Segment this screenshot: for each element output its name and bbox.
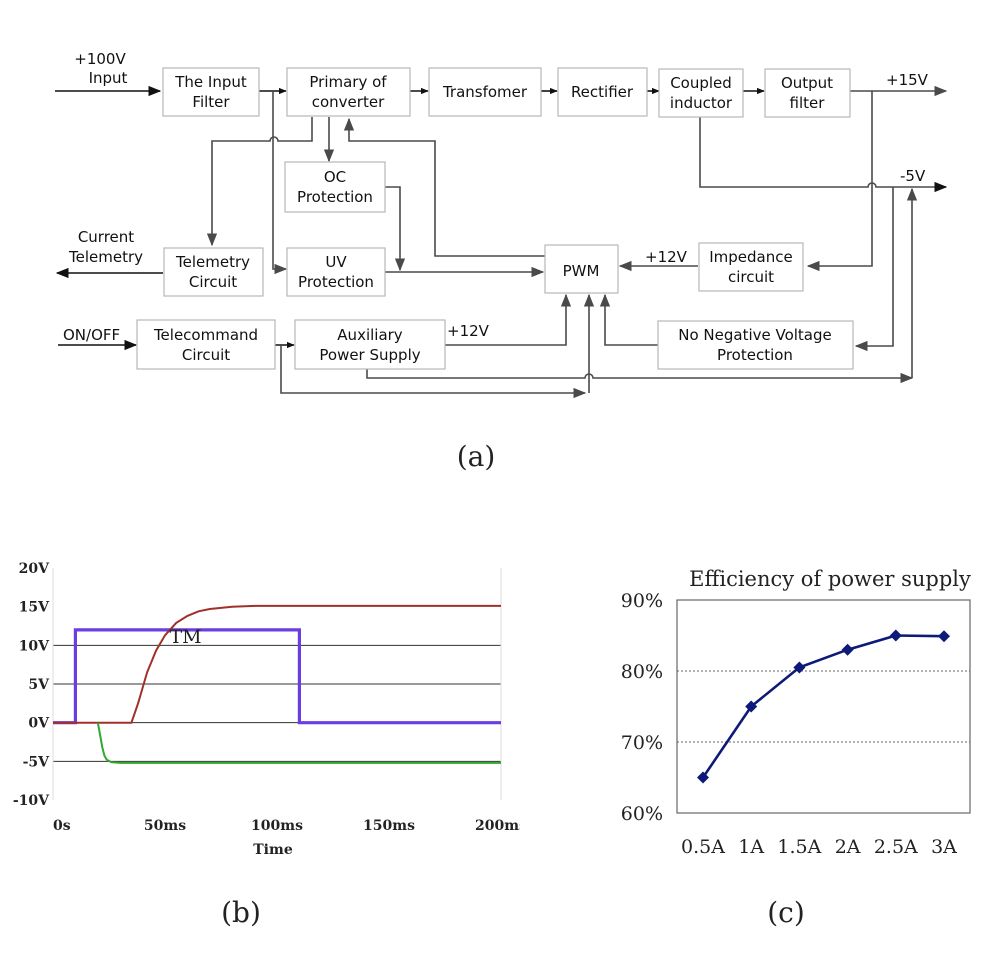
x-tick-label: 2.5A xyxy=(874,836,918,858)
y-tick-label: 90% xyxy=(621,590,663,612)
svg-text:Protection: Protection xyxy=(297,188,373,206)
block-oc-protection: OC Protection xyxy=(284,161,386,213)
label-current: Current xyxy=(78,228,134,246)
label-telemetry: Telemetry xyxy=(68,248,143,266)
label-impedance-12v: +12V xyxy=(645,248,688,266)
label-aux-12v: +12V xyxy=(447,322,490,340)
data-point-marker xyxy=(745,700,758,713)
caption-b: (b) xyxy=(221,896,261,929)
y-tick-label: -10V xyxy=(13,793,50,809)
grid xyxy=(677,670,970,743)
svg-text:Telemetry: Telemetry xyxy=(175,253,250,271)
x-axis-label: Time xyxy=(253,842,293,858)
series-line xyxy=(53,628,501,725)
x-tick-label: 0.5A xyxy=(681,836,725,858)
caption-a: (a) xyxy=(457,440,496,473)
svg-text:Output: Output xyxy=(781,74,833,92)
svg-text:The Input: The Input xyxy=(174,73,247,91)
label-out-neg5v: -5V xyxy=(900,167,926,185)
plot-frame xyxy=(676,599,971,814)
series xyxy=(697,629,950,784)
series-line xyxy=(701,634,945,779)
block-no-negative-voltage-protection: No Negative Voltage Protection xyxy=(657,320,854,370)
block-uv-protection: UV Protection xyxy=(286,247,386,297)
block-impedance-circuit: Impedance circuit xyxy=(698,242,804,292)
block-coupled-inductor: Coupled inductor xyxy=(658,68,744,118)
series xyxy=(53,604,501,764)
y-tick-label: 15V xyxy=(19,600,50,616)
data-point-marker xyxy=(889,629,902,642)
x-tick-label: 3A xyxy=(931,836,957,858)
label-on-off: ON/OFF xyxy=(63,326,120,344)
block-telecommand-circuit: Telecommand Circuit xyxy=(136,319,276,370)
block-primary-converter: Primary of converter xyxy=(286,67,411,117)
y-tick-label: 20V xyxy=(19,561,50,577)
x-axis-ticks: 0.5A 1A 1.5A 2A 2.5A 3A xyxy=(681,836,957,858)
x-tick-label: 2A xyxy=(835,836,861,858)
y-axis-ticks: 20V 15V 10V 5V 0V -5V -10V xyxy=(13,561,50,809)
svg-text:Telecommand: Telecommand xyxy=(153,326,258,344)
block-auxiliary-power-supply: Auxiliary Power Supply xyxy=(294,319,446,370)
x-tick-label: 100ms xyxy=(251,818,303,834)
svg-text:No Negative Voltage: No Negative Voltage xyxy=(678,326,832,344)
svg-text:OC: OC xyxy=(324,168,346,186)
svg-text:Filter: Filter xyxy=(192,93,230,111)
x-axis-ticks: 0s 50ms 100ms 150ms 200ms xyxy=(53,818,520,834)
block-pwm: PWM xyxy=(544,244,619,294)
wires xyxy=(55,85,948,399)
grid xyxy=(52,568,502,800)
block-input-filter: The Input Filter xyxy=(162,67,260,117)
block-rectifier: Rectifier xyxy=(557,67,648,117)
y-tick-label: 0V xyxy=(28,716,50,732)
svg-text:Protection: Protection xyxy=(717,346,793,364)
data-point-marker xyxy=(841,643,854,656)
series-line xyxy=(53,604,501,724)
annotation-tm: TM xyxy=(169,626,201,648)
block-transformer: Transfomer xyxy=(428,67,542,117)
x-tick-label: 150ms xyxy=(363,818,415,834)
block-telemetry-circuit: Telemetry Circuit xyxy=(163,247,264,297)
svg-text:circuit: circuit xyxy=(728,268,774,286)
y-tick-label: 70% xyxy=(621,732,663,754)
chart-efficiency: Efficiency of power supply 90%80%70%60% … xyxy=(621,567,971,929)
data-point-marker xyxy=(697,771,709,784)
x-tick-label: 200ms xyxy=(475,818,520,834)
y-tick-label: -5V xyxy=(23,754,51,770)
data-point-marker xyxy=(938,630,950,643)
label-input-voltage: +100V xyxy=(74,50,126,68)
svg-text:PWM: PWM xyxy=(563,262,600,280)
svg-text:Protection: Protection xyxy=(298,273,374,291)
y-tick-label: 10V xyxy=(19,638,50,654)
y-tick-label: 5V xyxy=(28,677,50,693)
svg-text:Impedance: Impedance xyxy=(709,248,792,266)
svg-text:Transfomer: Transfomer xyxy=(442,83,528,101)
y-tick-label: 60% xyxy=(621,803,663,825)
svg-text:converter: converter xyxy=(312,93,385,111)
block-output-filter: Output filter xyxy=(764,68,851,118)
label-out-15v: +15V xyxy=(886,71,929,89)
svg-text:filter: filter xyxy=(790,94,826,112)
y-axis-ticks: 90% 80% 70% 60% xyxy=(621,590,663,825)
caption-c: (c) xyxy=(767,896,805,929)
y-tick-label: 80% xyxy=(621,661,663,683)
svg-text:Auxiliary: Auxiliary xyxy=(337,326,403,344)
svg-text:inductor: inductor xyxy=(670,94,733,112)
svg-text:Coupled: Coupled xyxy=(670,74,732,92)
label-input: Input xyxy=(89,69,128,87)
svg-text:Primary of: Primary of xyxy=(309,73,387,91)
svg-text:Circuit: Circuit xyxy=(189,273,237,291)
x-tick-label: 1A xyxy=(738,836,764,858)
block-diagram: The Input Filter Primary of converter Tr… xyxy=(55,50,948,473)
x-tick-label: 1.5A xyxy=(777,836,821,858)
x-tick-label: 50ms xyxy=(144,818,186,834)
data-point-marker xyxy=(793,661,806,674)
svg-text:Rectifier: Rectifier xyxy=(571,83,634,101)
series-line xyxy=(96,722,501,764)
svg-text:Circuit: Circuit xyxy=(182,346,230,364)
x-tick-label: 0s xyxy=(53,818,71,834)
chart-voltage-waveform: 20V 15V 10V 5V 0V -5V -10V 0s 50ms 100ms 150ms 200… xyxy=(13,561,520,929)
chart-title: Efficiency of power supply xyxy=(689,567,971,591)
svg-text:Power Supply: Power Supply xyxy=(319,346,420,364)
svg-text:UV: UV xyxy=(325,253,347,271)
